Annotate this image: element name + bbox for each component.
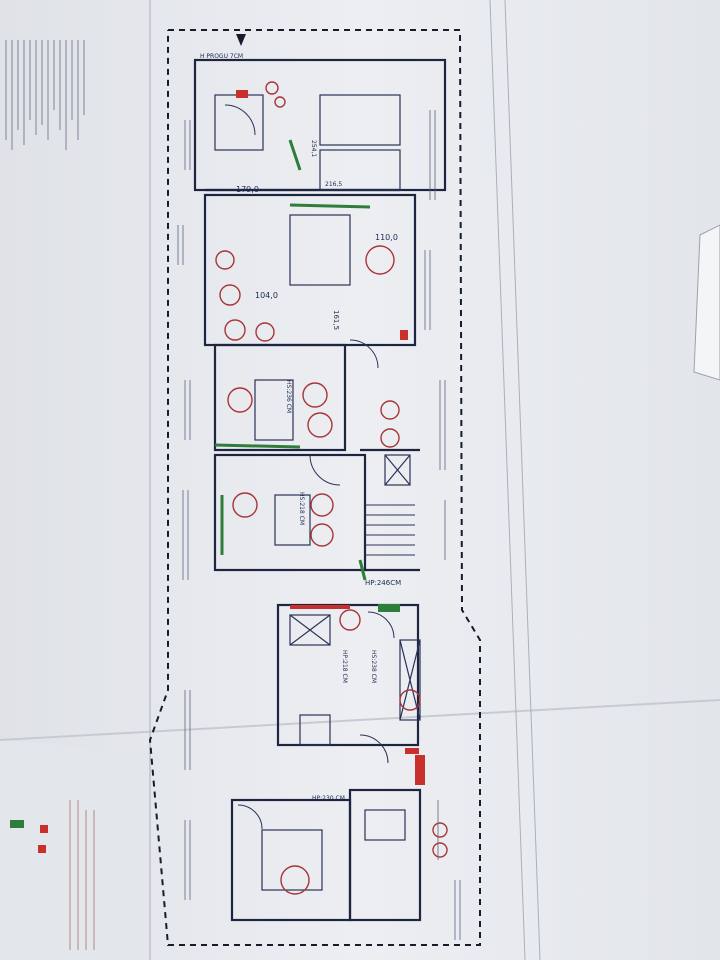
- lower-sheet: [0, 740, 150, 960]
- exit-sign-icon: [378, 604, 400, 612]
- label-hp-230: HP:230 CM: [312, 795, 345, 802]
- round-fixtures: [215, 81, 448, 895]
- side-note-card: [693, 224, 720, 381]
- lower-legend: [10, 800, 95, 950]
- paper-fold: [0, 699, 720, 741]
- green-lines: [214, 139, 371, 581]
- label-dim-161: 161,5: [332, 310, 340, 330]
- label-dim-179: 179,0: [236, 185, 259, 194]
- annotation-notes: [177, 110, 461, 940]
- label-dim-2541: 254,1: [310, 140, 317, 157]
- legend-block: [5, 40, 85, 150]
- walls: [193, 58, 447, 922]
- label-dim-110: 110,0: [375, 233, 398, 242]
- north-arrow-icon: [236, 34, 246, 46]
- red-markers: [236, 90, 425, 785]
- label-dim-104: 104,0: [255, 291, 278, 300]
- label-hp-218: HP:218 CM: [341, 650, 348, 683]
- building-boundary: [148, 29, 481, 946]
- label-hs-236: HS:236 CM: [285, 380, 292, 413]
- label-hp-246: HP:246CM: [365, 579, 401, 587]
- door-swings: [224, 104, 395, 830]
- sheet-frame-lines: [149, 0, 541, 960]
- stair: [365, 504, 415, 556]
- label-dim-2165: 216,5: [325, 181, 342, 188]
- label-hs-218: HS:218 CM: [298, 492, 305, 525]
- label-height-top: H PROGU 7CM: [200, 53, 243, 60]
- label-hs-238: HS:238 CM: [370, 650, 377, 683]
